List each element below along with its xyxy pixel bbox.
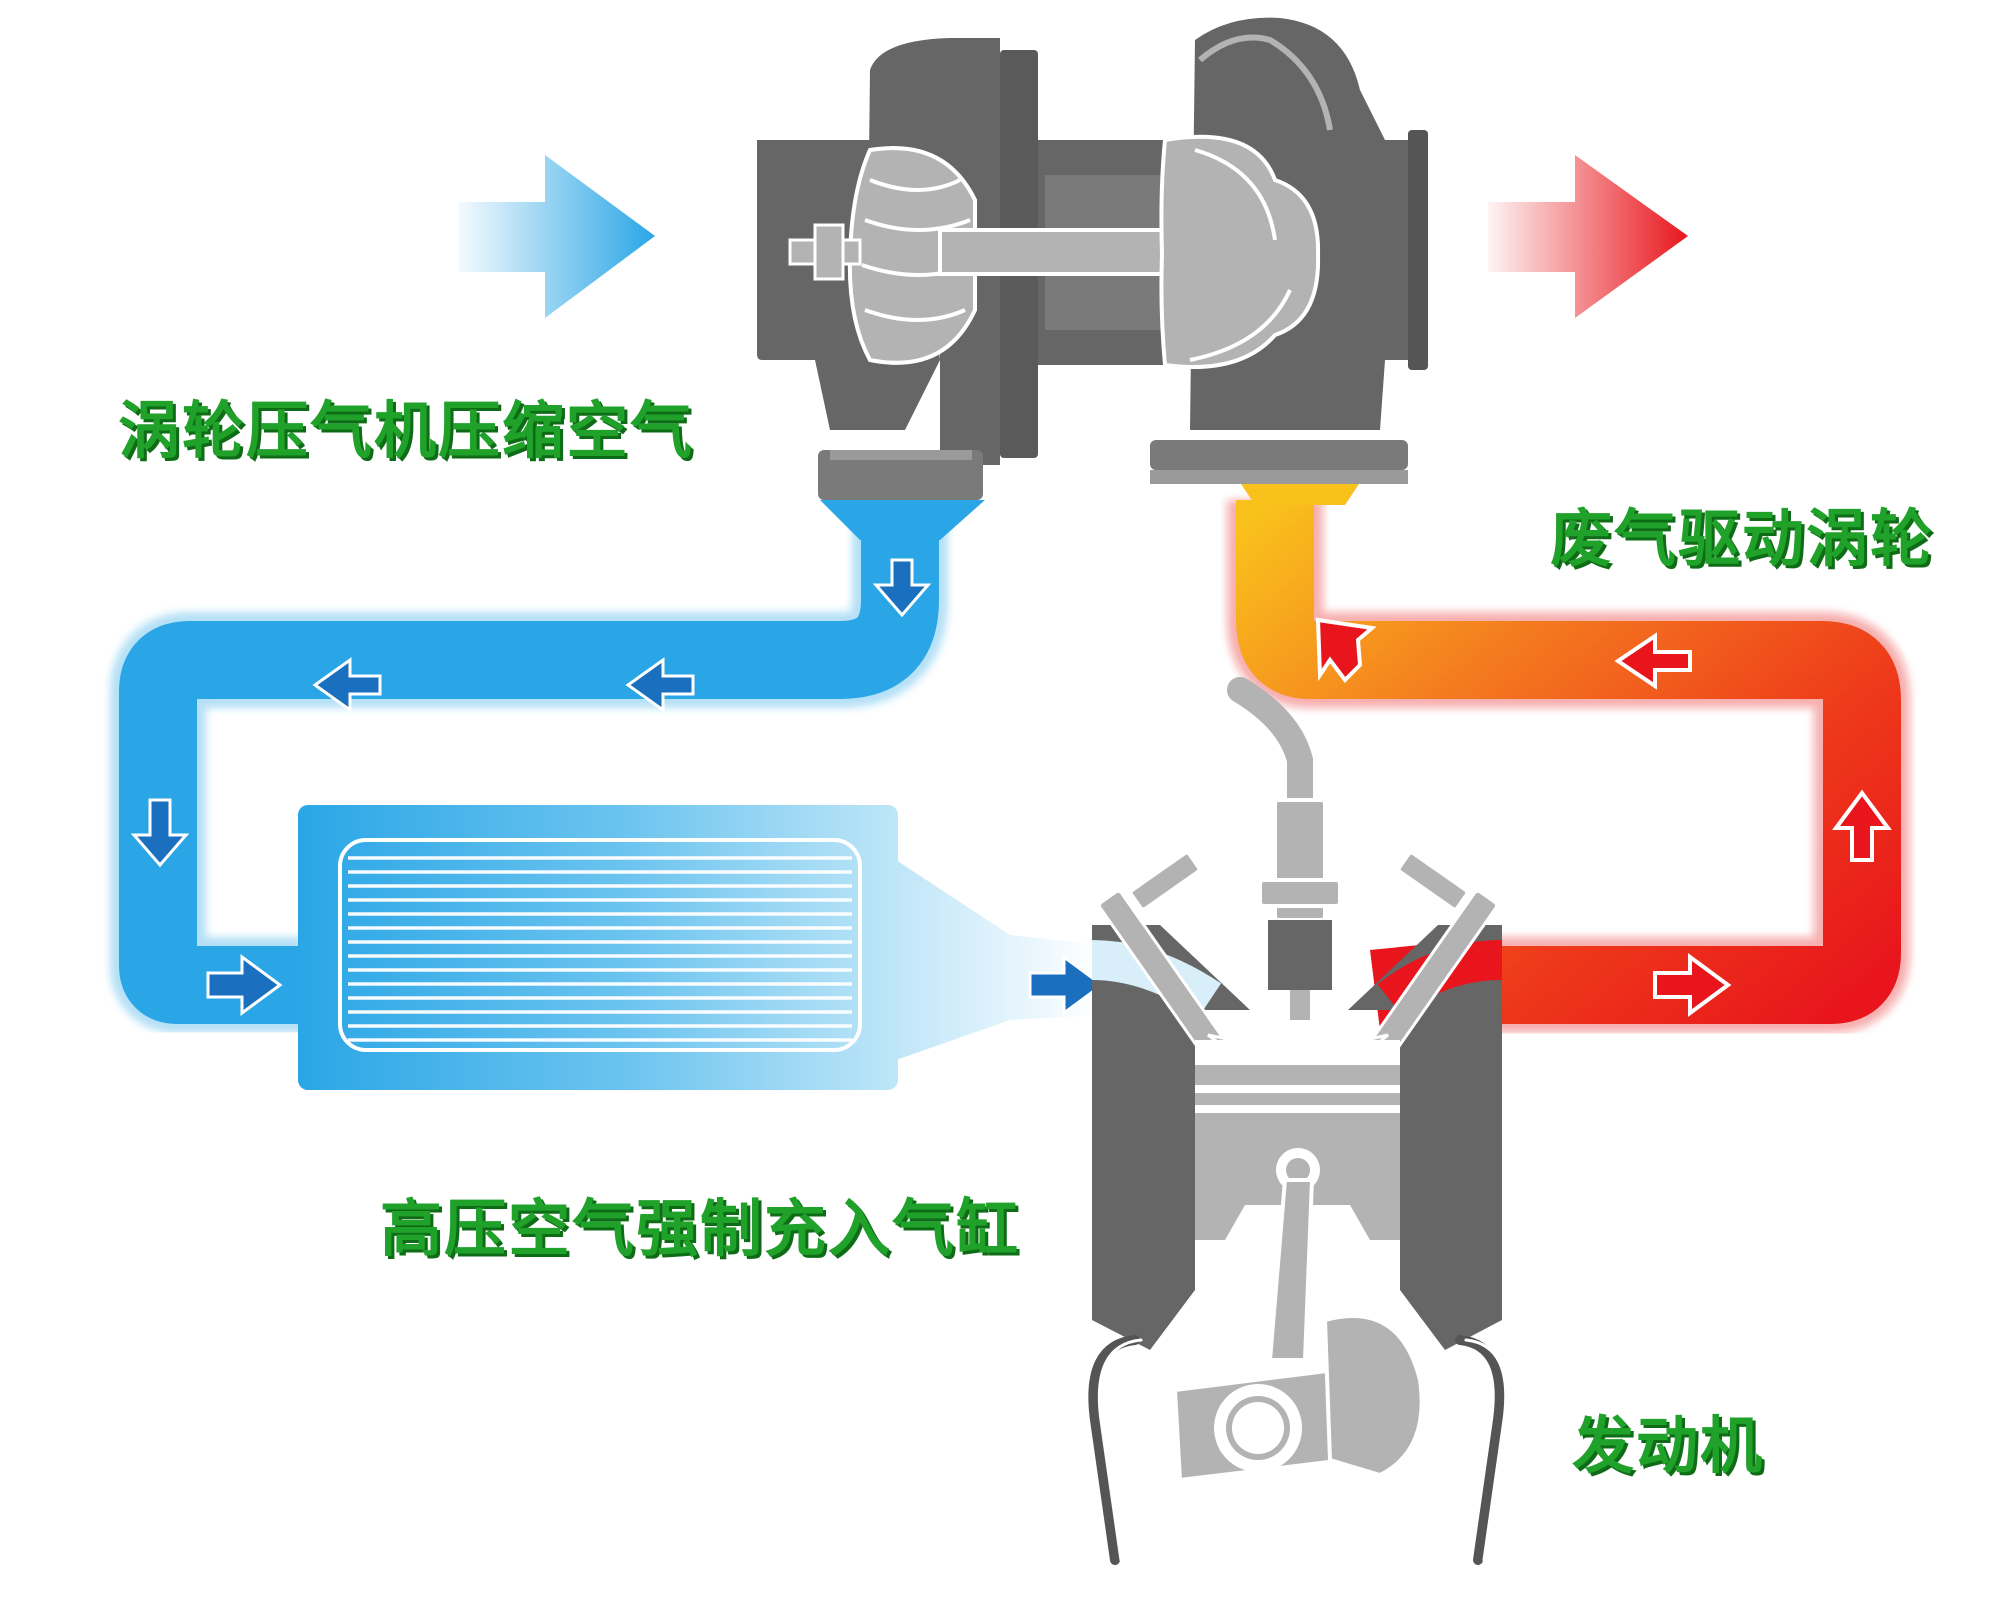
crankcase (1088, 1335, 1505, 1565)
label-compressor-compresses-air: 涡轮压气机压缩空气 (118, 394, 695, 467)
engine-block-right-wall (1400, 1010, 1502, 1350)
intake-air-arrow-icon (458, 155, 655, 318)
flow-up-arrow-icon (1832, 789, 1892, 862)
cold-air-pipe (110, 500, 985, 1033)
flow-up-left-arrow-icon (1315, 617, 1377, 684)
label-exhaust-drives-turbine: 废气驱动涡轮 (1550, 502, 1935, 575)
flow-right-arrow-icon (206, 954, 283, 1016)
turbo-shaft (788, 140, 1202, 365)
intercooler (298, 805, 1100, 1090)
flow-left-arrow-icon (1614, 632, 1692, 690)
fuel-injector (1227, 677, 1342, 1020)
flow-down-arrow-icon (130, 798, 190, 868)
flow-left-arrow-icon (312, 657, 382, 713)
connecting-rod (1172, 1178, 1348, 1483)
flow-right-arrow-icon (1653, 953, 1732, 1017)
exhaust-out-arrow-icon (1488, 155, 1688, 318)
piston (1195, 1065, 1400, 1240)
turbocharger (757, 17, 1428, 500)
turbine-wheel (1159, 34, 1333, 369)
flow-right-arrow-icon (1028, 954, 1105, 1016)
engine (1088, 677, 1508, 1565)
crankshaft-counterweight (1322, 1314, 1424, 1478)
compressor-wheel (847, 146, 977, 365)
flow-left-arrow-icon (625, 657, 695, 713)
flow-down-arrow-icon (872, 558, 932, 618)
label-engine: 发动机 (1572, 1409, 1765, 1482)
engine-block-left-wall (1092, 1010, 1195, 1350)
label-high-pressure-air-forced-into-cylinder: 高压空气强制充入气缸 (380, 1192, 1021, 1265)
